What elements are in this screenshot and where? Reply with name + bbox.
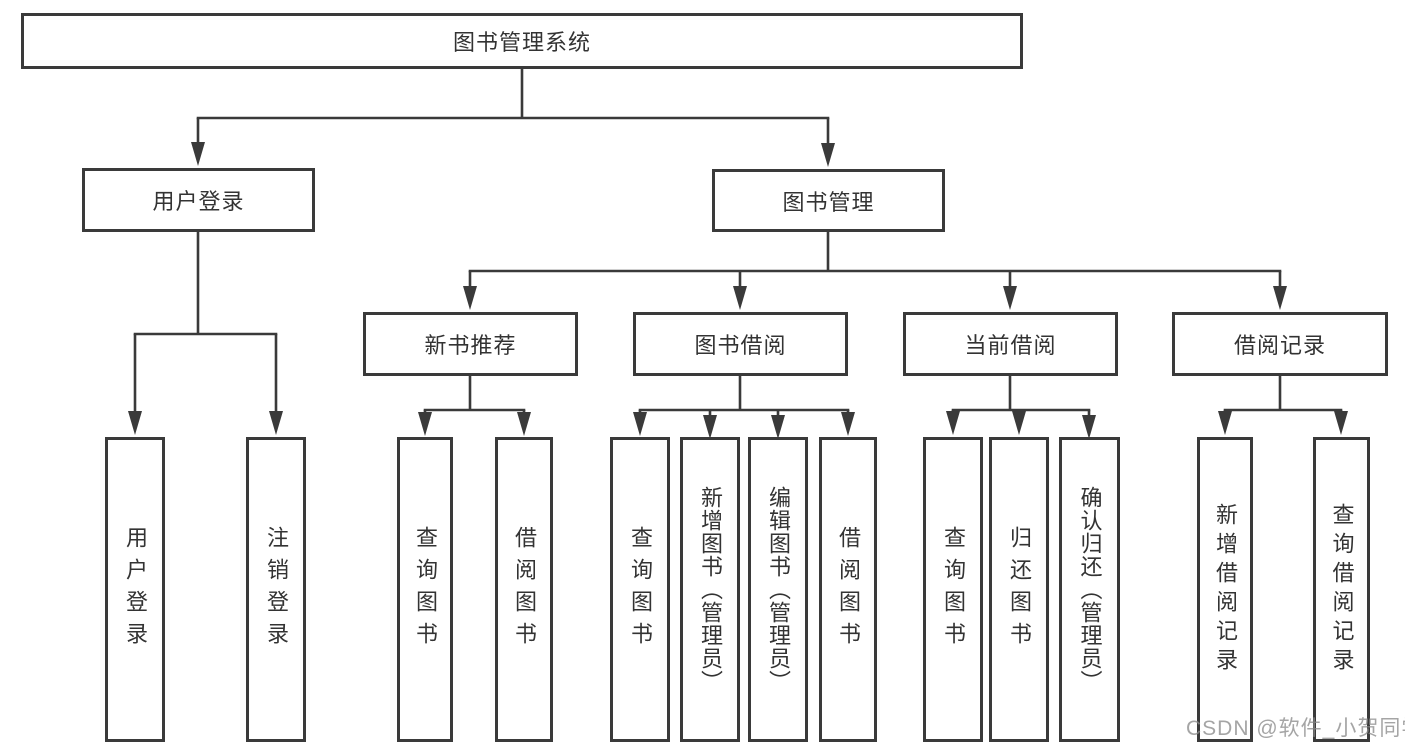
csdn-watermark: CSDN @软件_小贺同学 — [1186, 717, 1405, 740]
node-current-borrow: 当前借阅 — [903, 312, 1118, 376]
leaf-query-borrow-record: 查询借阅记录 — [1313, 437, 1370, 742]
leaf-return-books: 归还图书 — [989, 437, 1049, 742]
leaf-add-borrow-record: 新增借阅记录 — [1197, 437, 1253, 742]
leaf-edit-books-admin: 编辑图书（管理员） — [748, 437, 808, 742]
leaf-borrow-books-recommend: 借阅图书 — [495, 437, 553, 742]
leaf-query-books-current: 查询图书 — [923, 437, 983, 742]
leaf-query-books-borrow: 查询图书 — [610, 437, 670, 742]
leaf-logout: 注销登录 — [246, 437, 306, 742]
leaf-user-login: 用户登录 — [105, 437, 165, 742]
arrowheads — [128, 142, 1348, 439]
node-new-book-recommend: 新书推荐 — [363, 312, 578, 376]
leaf-borrow-books: 借阅图书 — [819, 437, 877, 742]
leaf-add-books-admin: 新增图书（管理员） — [680, 437, 740, 742]
leaf-confirm-return-admin: 确认归还（管理员） — [1059, 437, 1120, 742]
node-borrow-records: 借阅记录 — [1172, 312, 1388, 376]
leaf-query-books-recommend: 查询图书 — [397, 437, 453, 742]
node-book-borrow: 图书借阅 — [633, 312, 848, 376]
node-user-login: 用户登录 — [82, 168, 315, 232]
node-book-management: 图书管理 — [712, 169, 945, 232]
node-book-management-system: 图书管理系统 — [21, 13, 1023, 69]
